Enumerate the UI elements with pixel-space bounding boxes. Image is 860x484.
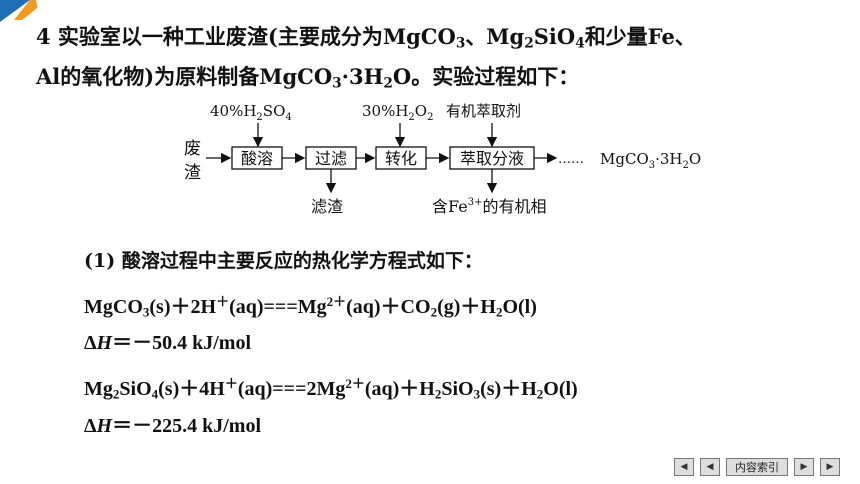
- svg-text:过滤: 过滤: [315, 149, 347, 168]
- content-index-button[interactable]: 内容索引: [726, 458, 788, 476]
- slide-navigation: ◀ ◀ 内容索引 ▶ ▶: [674, 458, 840, 476]
- organic-phase-label: 含Fe3+的有机相: [432, 197, 546, 216]
- question-line-2: Al的氧化物)为原料制备MgCO3·3H2O。实验过程如下：: [36, 64, 580, 92]
- last-arrow-icon: ▶: [826, 462, 834, 472]
- prev-page-button[interactable]: ◀: [700, 458, 720, 476]
- corner-decoration: [0, 0, 46, 22]
- raw-material-top: 废: [184, 139, 201, 159]
- next-page-button[interactable]: ▶: [794, 458, 814, 476]
- product-label: MgCO3·3H2O: [600, 150, 701, 171]
- equation-mgco3: MgCO3(s)＋2H＋(aq)===Mg2＋(aq)＋CO2(g)＋H2O(l…: [84, 294, 537, 320]
- residue-label: 滤渣: [311, 197, 343, 216]
- question-line-1: 4 实验室以一种工业废渣(主要成分为MgCO3、Mg2SiO4和少量Fe、: [36, 24, 696, 52]
- svg-text:转化: 转化: [385, 149, 417, 168]
- raw-material-bottom: 渣: [184, 163, 201, 183]
- prev-arrow-icon: ◀: [706, 462, 714, 472]
- enthalpy-1: ΔH＝－50.4 kJ/mol: [84, 332, 252, 354]
- sub-question: (1) 酸溶过程中主要反应的热化学方程式如下：: [84, 250, 483, 272]
- enthalpy-2: ΔH＝－225.4 kJ/mol: [84, 415, 262, 437]
- svg-text:萃取分液: 萃取分液: [460, 149, 524, 168]
- reagent-extractant: 有机萃取剂: [446, 102, 521, 120]
- ellipsis: ……: [558, 152, 584, 167]
- last-page-button[interactable]: ▶: [820, 458, 840, 476]
- next-arrow-icon: ▶: [800, 462, 808, 472]
- process-flow-diagram: 40%H2SO4 30%H2O2 有机萃取剂 废 渣 酸溶 过滤 转化 萃取分液…: [184, 102, 701, 216]
- equation-mg2sio4: Mg2SiO4(s)＋4H＋(aq)===2Mg2＋(aq)＋H2SiO3(s)…: [84, 376, 578, 402]
- first-arrow-icon: ◀: [680, 462, 688, 472]
- svg-text:酸溶: 酸溶: [241, 149, 273, 168]
- first-page-button[interactable]: ◀: [674, 458, 694, 476]
- reagent-h2so4: 40%H2SO4: [210, 102, 292, 123]
- reagent-h2o2: 30%H2O2: [362, 102, 433, 123]
